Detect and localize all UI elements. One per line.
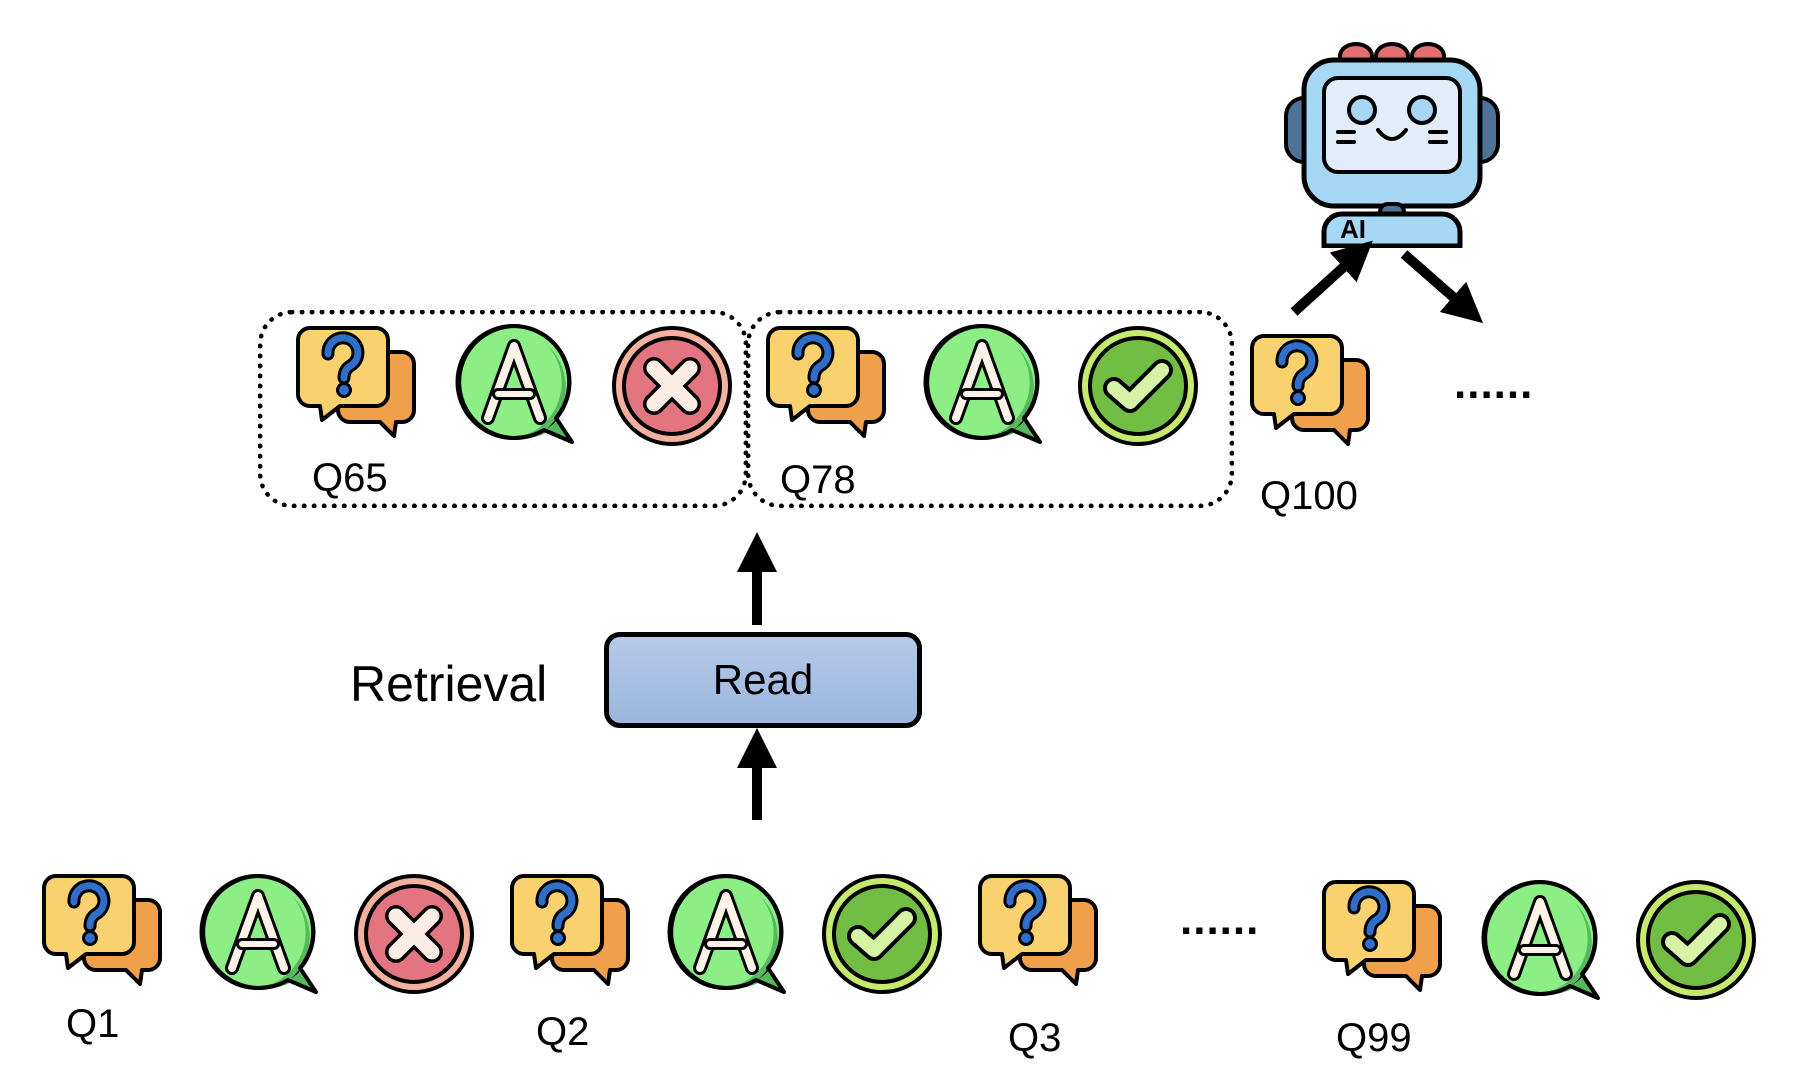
retrieved-question-label: Q78 <box>780 458 856 502</box>
memory-question-label: Q1 <box>66 1002 120 1046</box>
arrow-agent-to-next <box>1400 250 1484 324</box>
correct-result-icon <box>1634 878 1758 1002</box>
current-question-icon <box>1248 330 1372 454</box>
ellipsis-memory: ...... <box>1180 895 1260 944</box>
question-icon <box>976 870 1100 994</box>
correct-result-icon <box>1076 324 1200 448</box>
memory-question-label: Q2 <box>536 1010 590 1054</box>
retrieval-label: Retrieval <box>350 656 548 712</box>
question-icon <box>294 322 418 446</box>
wrong-result-icon <box>352 872 476 996</box>
question-icon <box>1320 876 1444 1000</box>
correct-result-icon <box>820 872 944 996</box>
memory-question-label: Q3 <box>1008 1016 1062 1060</box>
answer-icon <box>664 872 788 996</box>
read-box: Read <box>604 632 922 728</box>
question-icon <box>508 870 632 994</box>
wrong-result-icon <box>610 324 734 448</box>
question-icon <box>764 322 888 446</box>
question-icon <box>40 870 164 994</box>
ai-badge-text: AI <box>1340 214 1366 244</box>
arrow-question-to-agent <box>1290 240 1373 316</box>
answer-icon <box>920 322 1044 446</box>
retrieved-question-label: Q65 <box>312 456 388 500</box>
retrieved-experience-box-1 <box>258 310 748 508</box>
read-box-label: Read <box>712 656 814 703</box>
ai-robot-icon: AI <box>1282 36 1502 249</box>
answer-icon <box>1478 878 1602 1002</box>
ellipsis-upcoming: ...... <box>1454 359 1534 408</box>
retrieved-experience-box-2 <box>746 310 1234 508</box>
current-question-label: Q100 <box>1260 474 1358 518</box>
memory-question-label: Q99 <box>1336 1016 1412 1060</box>
answer-icon <box>196 872 320 996</box>
answer-icon <box>452 322 576 446</box>
